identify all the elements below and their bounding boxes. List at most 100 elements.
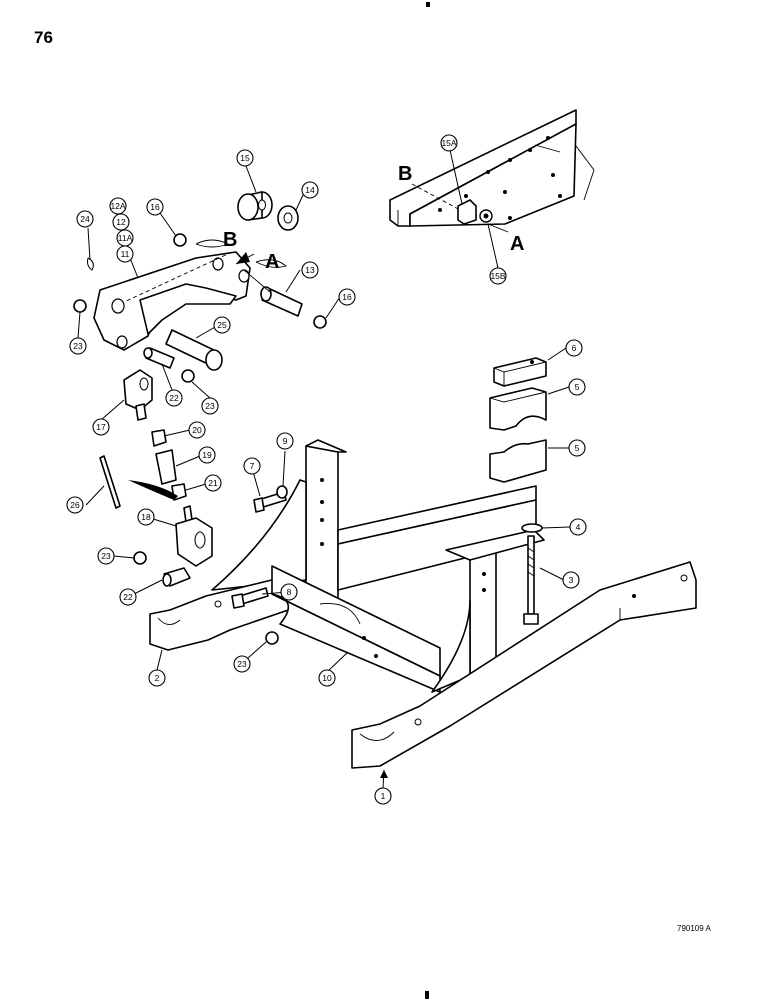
clamp-5-upper — [489, 387, 547, 431]
callout-1: 1 — [374, 787, 392, 805]
callout-3: 3 — [562, 571, 580, 589]
svg-text:9: 9 — [283, 436, 288, 446]
svg-text:3: 3 — [569, 575, 574, 585]
svg-text:10: 10 — [322, 673, 332, 683]
page-number: 76 — [34, 28, 53, 47]
bushing-15 — [237, 191, 273, 221]
svg-text:16: 16 — [342, 292, 352, 302]
pin-25 — [165, 329, 223, 371]
svg-text:21: 21 — [208, 478, 218, 488]
callout-22-upper: 22 — [165, 389, 183, 407]
svg-text:15A: 15A — [441, 138, 456, 148]
washer-9 — [276, 485, 288, 499]
clamp-6 — [493, 357, 547, 387]
bolt-3 — [523, 535, 539, 625]
svg-text:6: 6 — [572, 343, 577, 353]
callout-18: 18 — [137, 508, 155, 526]
callout-5-upper: 5 — [568, 378, 586, 396]
callout-23-upper: 23 — [201, 397, 219, 415]
callout-14: 14 — [301, 181, 319, 199]
callout-15: 15 — [236, 149, 254, 167]
callout-23-left: 23 — [69, 337, 87, 355]
svg-text:12: 12 — [116, 217, 126, 227]
callout-4: 4 — [569, 518, 587, 536]
nut-20 — [151, 429, 167, 447]
svg-text:26: 26 — [70, 500, 80, 510]
pin-22-lower — [162, 567, 191, 587]
callout-16-top: 16 — [146, 198, 164, 216]
svg-text:16: 16 — [150, 202, 160, 212]
callout-19: 19 — [198, 446, 216, 464]
callout-7: 7 — [243, 457, 261, 475]
svg-text:15: 15 — [240, 153, 250, 163]
clip-24 — [87, 257, 94, 271]
callout-2: 2 — [148, 669, 166, 687]
side-rail-1 — [351, 561, 697, 769]
callout-5-lower: 5 — [568, 439, 586, 457]
view-letter-b-inset: B — [398, 163, 412, 185]
svg-text:18: 18 — [141, 512, 151, 522]
svg-text:23: 23 — [73, 341, 83, 351]
callout-26: 26 — [66, 496, 84, 514]
snap-ring-23-upper-right — [181, 369, 195, 383]
clevis-18 — [175, 505, 213, 567]
svg-text:11: 11 — [121, 249, 130, 259]
top-center-mark — [426, 2, 430, 7]
pin-22-upper — [143, 347, 175, 369]
svg-text:4: 4 — [576, 522, 581, 532]
callout-24: 24 — [76, 210, 94, 228]
leader-lines — [77, 149, 571, 789]
callout-12: 12 — [112, 213, 130, 231]
svg-text:17: 17 — [96, 422, 106, 432]
pin-13 — [260, 286, 303, 317]
snap-ring-23-upper-left — [73, 299, 87, 313]
svg-text:14: 14 — [305, 185, 315, 195]
callout-8: 8 — [280, 583, 298, 601]
svg-text:22: 22 — [123, 592, 133, 602]
swoosh — [128, 480, 178, 500]
callout-16-right: 16 — [338, 288, 356, 306]
svg-text:19: 19 — [202, 450, 212, 460]
view-letter-b-main: B — [223, 229, 237, 251]
callout-11: 11 — [116, 245, 134, 263]
svg-text:7: 7 — [250, 461, 255, 471]
inset-insert-15a — [457, 199, 493, 225]
snap-ring-23-lower — [265, 631, 279, 645]
view-letter-a-main: A — [265, 251, 279, 273]
bushing-14 — [277, 205, 299, 231]
callout-6: 6 — [565, 339, 583, 357]
bracket-11 — [93, 251, 251, 351]
svg-text:13: 13 — [305, 265, 315, 275]
upright-post-right — [431, 529, 545, 693]
clamp-5-lower — [489, 439, 547, 483]
svg-text:12A: 12A — [110, 201, 125, 211]
washer-4 — [521, 523, 543, 533]
callout-20: 20 — [188, 421, 206, 439]
svg-text:22: 22 — [169, 393, 179, 403]
cross-member-10 — [271, 565, 441, 693]
callout-22-lower: 22 — [119, 588, 137, 606]
svg-text:23: 23 — [101, 551, 111, 561]
svg-text:8: 8 — [287, 587, 292, 597]
inset-rail — [389, 109, 595, 227]
svg-text:24: 24 — [80, 214, 90, 224]
callout-13: 13 — [301, 261, 319, 279]
svg-text:15B: 15B — [490, 271, 505, 281]
view-letter-a-inset: A — [510, 233, 524, 255]
svg-text:20: 20 — [192, 425, 202, 435]
svg-text:1: 1 — [381, 791, 386, 801]
svg-text:23: 23 — [205, 401, 215, 411]
callout-12a: 12A — [109, 197, 127, 215]
figure-code: 790109 A — [677, 924, 711, 933]
upright-post-left — [211, 439, 347, 601]
bottom-center-mark — [425, 991, 429, 999]
callout-15a: 15A — [440, 134, 458, 152]
callout-21: 21 — [204, 474, 222, 492]
svg-text:5: 5 — [575, 443, 580, 453]
callout-9: 9 — [276, 432, 294, 450]
svg-text:5: 5 — [575, 382, 580, 392]
callout-17: 17 — [92, 418, 110, 436]
callout-15b: 15B — [489, 267, 507, 285]
callout-25: 25 — [213, 316, 231, 334]
